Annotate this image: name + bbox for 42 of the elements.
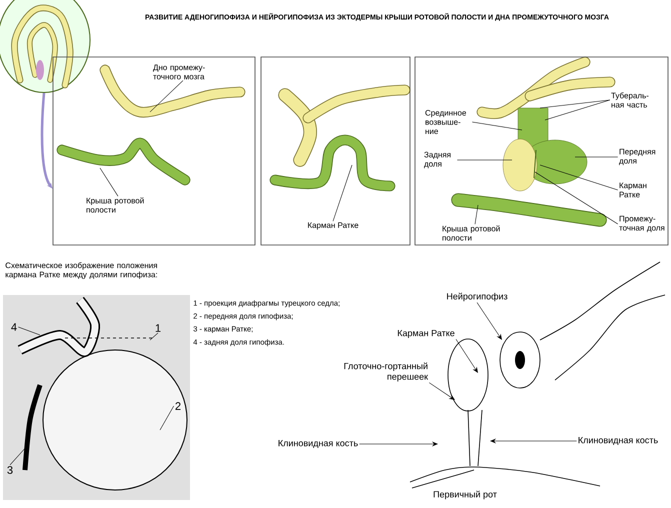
callout-number: 2 [176, 402, 180, 410]
leader-line [534, 172, 618, 224]
leader-line [574, 156, 618, 158]
part-label: Нейрогипофиз [447, 292, 508, 302]
part-label: Крыша ротовой полости [442, 225, 500, 241]
part-label: Глоточно-гортанный перешеек [344, 362, 428, 382]
leader-line [18, 326, 40, 336]
leader-line [100, 168, 118, 196]
leader-line [472, 122, 522, 130]
leader-line [540, 164, 618, 190]
part-label: Первичный рот [434, 490, 497, 500]
part-label: Срединное возвыше- ние [425, 110, 466, 134]
panel-frame [260, 56, 410, 246]
part-label: Тубераль- ная часть [611, 92, 649, 108]
embryo-drawing [0, 0, 90, 93]
part-label: Карман Ратке [308, 222, 358, 230]
leader-line [150, 80, 184, 112]
leader-line [160, 406, 174, 430]
leader-line [150, 332, 158, 340]
part-label: Крыша ротовой полости [86, 197, 144, 213]
part-label: Дно промежу- точного мозга [153, 64, 205, 80]
caption: Схематическое изображение положения кармана Ратке между долями гипофиза: [6, 262, 157, 279]
part-label: Передняя доля [619, 148, 656, 166]
part-label: Задняя доля [424, 152, 450, 168]
leader-line [332, 164, 352, 222]
part-label: Клиновидная кость [278, 440, 358, 448]
part-label: Промежу- точная доля [619, 216, 664, 232]
part-label: Клиновидная кость [578, 437, 658, 445]
callout-number: 1 [156, 324, 161, 332]
arrow [428, 382, 455, 400]
part-label: Карман Ратке [620, 182, 646, 198]
leader-line [540, 100, 610, 108]
part-label: Карман Ратке [398, 330, 454, 338]
leader-line [544, 100, 610, 120]
panel-frame [52, 56, 256, 246]
arrow [490, 438, 577, 444]
panel-frame [414, 56, 668, 246]
callout-number: 4 [11, 323, 17, 331]
leader-line [474, 204, 478, 224]
arrow [476, 302, 502, 340]
callout-number: 3 [7, 466, 13, 474]
arrow [359, 442, 438, 446]
